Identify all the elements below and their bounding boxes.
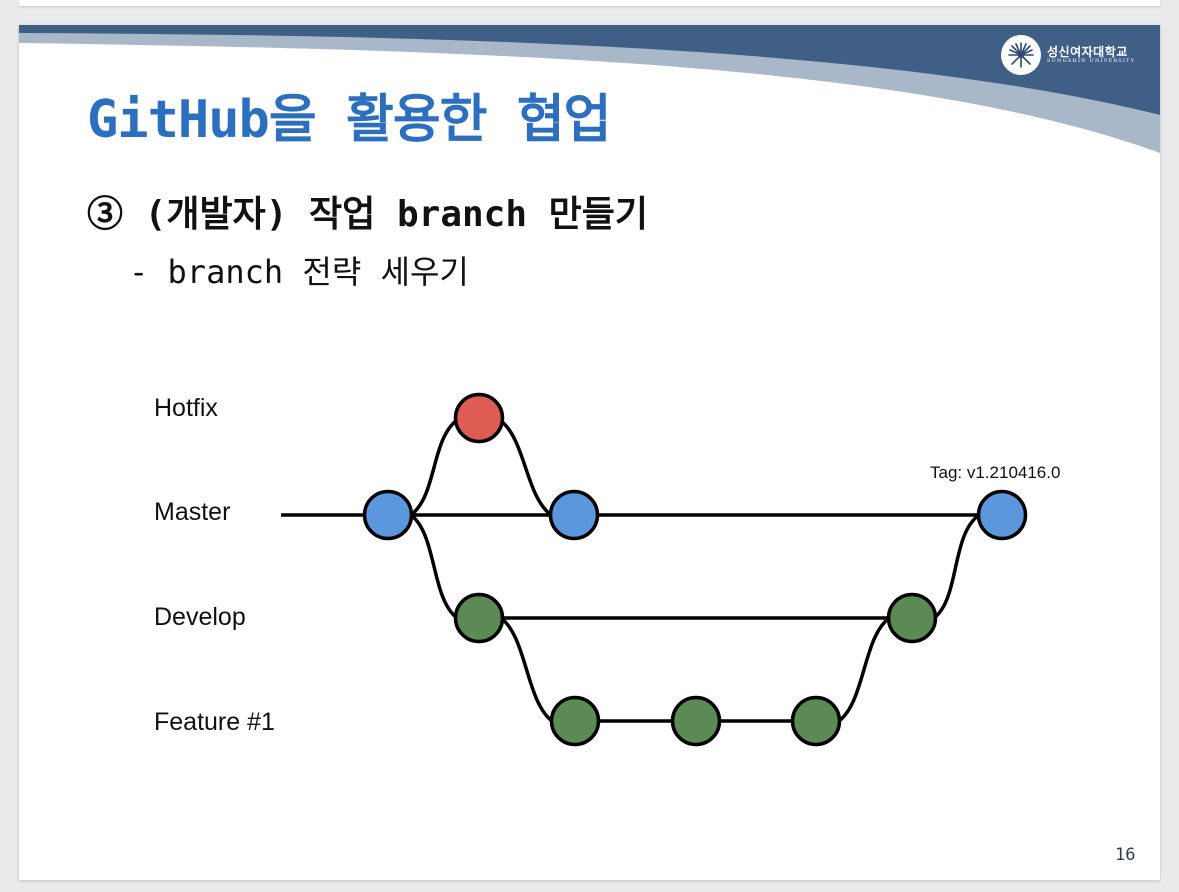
- feature-commit-node-3: [790, 695, 842, 747]
- release-tag-label: Tag: v1.210416.0: [930, 463, 1060, 482]
- page-number: 16: [1115, 845, 1136, 865]
- hotfix-merge-back: [498, 418, 553, 517]
- develop-branch-label: Develop: [154, 603, 246, 631]
- slide-16[interactable]: 성신여자대학교 SUNGSHIN UNIVERSITY GitHub을 활용한 …: [19, 25, 1160, 880]
- university-name: 성신여자대학교: [1047, 44, 1128, 59]
- master-commit-node-3: [976, 489, 1028, 541]
- develop-commit-node-2: [886, 592, 938, 644]
- university-subname: SUNGSHIN UNIVERSITY: [1047, 57, 1136, 64]
- master-branch-label: Master: [154, 498, 230, 526]
- hotfix-commit-node: [453, 392, 505, 444]
- feature-merge-develop: [837, 616, 891, 723]
- section-subheading: - branch 전략 세우기: [129, 253, 469, 291]
- hotfix-branch-out: [409, 418, 459, 517]
- develop-commit-node-1: [453, 592, 505, 644]
- master-commit-node-1: [362, 489, 414, 541]
- hotfix-branch-label: Hotfix: [154, 394, 218, 422]
- previous-slide-edge: [19, 0, 1160, 6]
- section-heading: ③ (개발자) 작업 branch 만들기: [87, 194, 649, 235]
- feature-commit-node-2: [670, 695, 722, 747]
- feature-commit-node-1: [549, 695, 601, 747]
- develop-branch-out: [409, 513, 459, 620]
- master-commit-node-2: [548, 489, 600, 541]
- feature-branch-label: Feature #1: [154, 708, 275, 736]
- header-band: [19, 25, 1160, 153]
- develop-merge-master: [932, 513, 981, 620]
- university-logo: 성신여자대학교 SUNGSHIN UNIVERSITY: [1001, 35, 1135, 75]
- feature-branch-out: [499, 616, 554, 723]
- slide-title: GitHub을 활용한 협업: [87, 90, 611, 150]
- git-branch-diagram: Hotfix Master Develop Feature #1: [154, 392, 1060, 747]
- university-emblem-icon: [1001, 35, 1041, 75]
